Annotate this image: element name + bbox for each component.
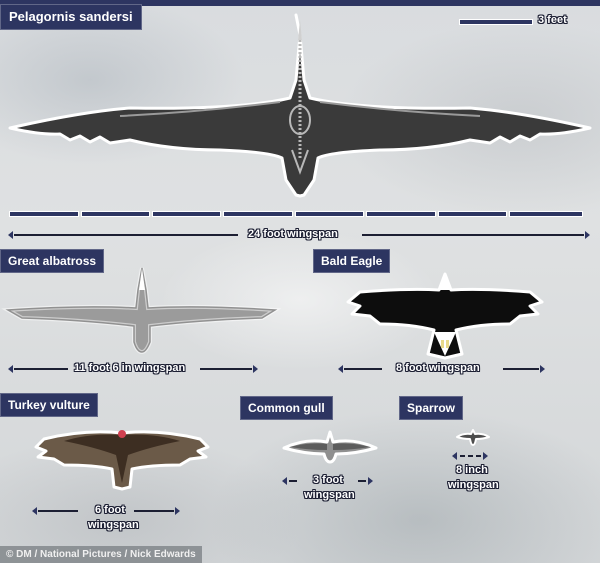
arrow-left-icon bbox=[282, 477, 287, 485]
measure-line bbox=[38, 510, 78, 512]
title-pelagornis: Pelagornis sandersi bbox=[0, 4, 142, 30]
vulture-wingspan-line2: wingspan bbox=[88, 519, 139, 531]
photo-credit: © DM / National Pictures / Nick Edwards bbox=[0, 546, 202, 563]
label-common-gull: Common gull bbox=[240, 396, 333, 420]
label-bald-eagle: Bald Eagle bbox=[313, 249, 391, 273]
measure-dash bbox=[460, 455, 465, 457]
eagle-wingspan: 8 foot wingspan bbox=[396, 362, 480, 374]
measure-dash bbox=[358, 480, 366, 482]
label-sparrow: Sparrow bbox=[399, 396, 464, 420]
arrow-right-icon bbox=[253, 365, 258, 373]
albatross-silhouette-icon bbox=[1, 267, 282, 355]
scale-segment bbox=[510, 212, 582, 216]
measure-line bbox=[344, 368, 382, 370]
sparrow-wingspan-line2: wingspan bbox=[448, 479, 499, 491]
measure-line bbox=[362, 234, 584, 236]
arrow-left-icon bbox=[32, 507, 37, 515]
gull-wingspan-line2: wingspan bbox=[304, 489, 355, 501]
measure-dash bbox=[468, 455, 473, 457]
arrow-left-icon bbox=[452, 452, 457, 460]
scale-segment bbox=[224, 212, 292, 216]
turkey-vulture-silhouette-icon bbox=[34, 430, 210, 491]
scale-segment bbox=[367, 212, 435, 216]
scale-bar bbox=[460, 20, 532, 24]
scale-segment bbox=[439, 212, 506, 216]
arrow-right-icon bbox=[175, 507, 180, 515]
measure-line bbox=[134, 510, 174, 512]
scale-segment bbox=[153, 212, 220, 216]
pelagornis-silhouette-icon bbox=[8, 13, 592, 198]
gull-wingspan-line1: 3 foot bbox=[313, 474, 343, 486]
scale-segment bbox=[10, 212, 78, 216]
label-great-albatross: Great albatross bbox=[0, 249, 105, 273]
measure-dash bbox=[476, 455, 481, 457]
measure-line bbox=[14, 368, 68, 370]
arrow-right-icon bbox=[483, 452, 488, 460]
sparrow-wingspan-line1: 8 inch bbox=[456, 464, 488, 476]
vulture-wingspan-line1: 6 foot bbox=[95, 504, 125, 516]
bald-eagle-silhouette-icon bbox=[346, 272, 544, 360]
scale-segment bbox=[296, 212, 363, 216]
albatross-wingspan: 11 foot 6 in wingspan bbox=[74, 362, 186, 374]
common-gull-silhouette-icon bbox=[282, 430, 378, 464]
top-bar bbox=[0, 0, 600, 6]
measure-line bbox=[503, 368, 539, 370]
arrow-right-icon bbox=[585, 231, 590, 239]
pelagornis-wingspan: 24 foot wingspan bbox=[248, 228, 338, 240]
label-turkey-vulture: Turkey vulture bbox=[0, 393, 98, 417]
arrow-left-icon bbox=[8, 365, 13, 373]
arrow-left-icon bbox=[338, 365, 343, 373]
measure-line bbox=[14, 234, 238, 236]
measure-dash bbox=[289, 480, 297, 482]
scale-segment bbox=[82, 212, 149, 216]
scale-bar-label: 3 feet bbox=[538, 14, 567, 26]
measure-line bbox=[200, 368, 252, 370]
arrow-left-icon bbox=[8, 231, 13, 239]
arrow-right-icon bbox=[368, 477, 373, 485]
arrow-right-icon bbox=[540, 365, 545, 373]
sparrow-silhouette-icon bbox=[456, 429, 490, 446]
